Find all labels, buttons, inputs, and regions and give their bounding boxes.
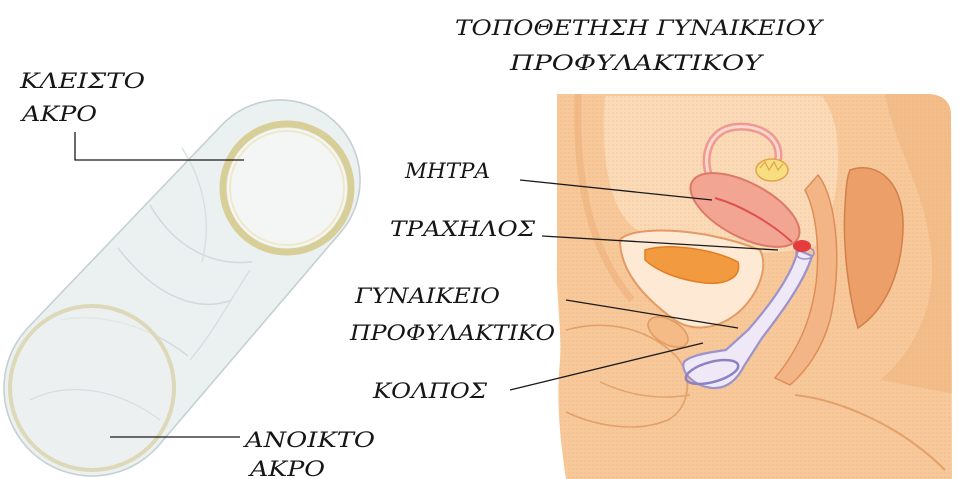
female-condom-illustration <box>4 100 360 476</box>
ovary <box>756 159 788 181</box>
pelvic-cross-section <box>555 90 959 479</box>
label-female-condom-line2: ΠΡΟΦΥΛΑΚΤΙΚΟ <box>349 321 555 345</box>
diagram-title-line1: ΤΟΠΟΘΕΤΗΣΗ ΓΥΝΑΙΚΕΙΟΥ <box>455 16 825 40</box>
label-vagina: ΚΟΛΠΟΣ <box>372 379 487 403</box>
label-open-end-line2: ΑΚΡΟ <box>248 457 325 479</box>
diagram-title-line2: ΠΡΟΦΥΛΑΚΤΙΚΟΥ <box>509 51 765 75</box>
label-cervix: ΤΡΑΧΗΛΟΣ <box>390 217 535 241</box>
label-open-end-line1: ΑΝΟΙΚΤΟ <box>243 428 375 452</box>
label-closed-end-line1: ΚΛΕΙΣΤΟ <box>19 69 145 93</box>
label-closed-end-line2: ΑΚΡΟ <box>20 102 97 126</box>
cervix <box>793 240 811 252</box>
label-uterus: ΜΗΤΡΑ <box>404 159 490 183</box>
label-female-condom-line1: ΓΥΝΑΙΚΕΙΟ <box>354 284 500 308</box>
closed-end-ring-inner <box>227 128 347 248</box>
open-end-ring <box>10 306 174 470</box>
